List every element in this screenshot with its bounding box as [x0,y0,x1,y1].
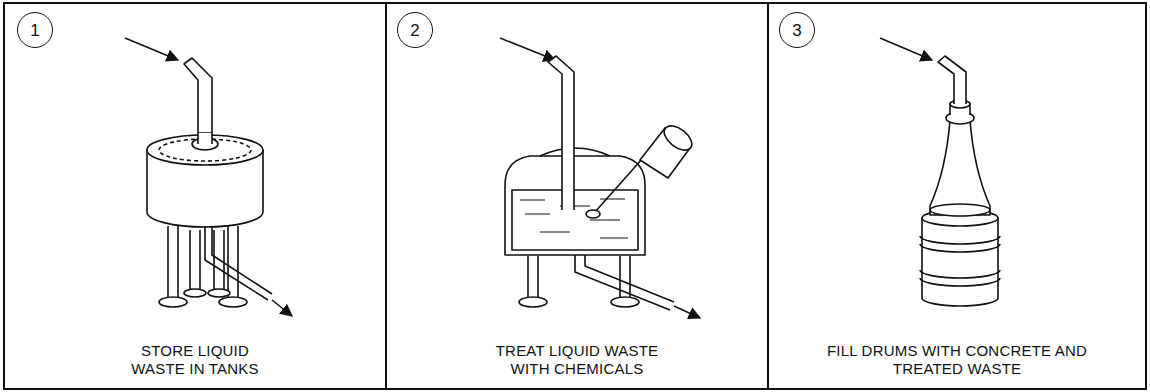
step-caption: STORE LIQUID WASTE IN TANKS [115,342,275,378]
drum-filler [920,56,1000,306]
callout-number: 1 [30,22,39,39]
callout-number: 2 [410,22,419,39]
flow-arrow [674,306,700,318]
step-caption: FILL DRUMS WITH CONCRETE AND TREATED WAS… [822,342,1092,378]
step-caption: TREAT LIQUID WASTE WITH CHEMICALS [477,342,677,378]
flow-arrow [500,38,555,60]
step-number: 3 [779,12,815,48]
callout-number: 3 [792,22,801,39]
storage-tank [147,58,272,307]
treatment-tank [505,56,696,310]
flow-arrow [272,300,292,316]
step-number: 2 [397,12,433,48]
step-panel: STORE LIQUID WASTE IN TANKS 1 [3,2,387,390]
step-number: 1 [17,12,53,48]
flow-arrow [125,38,178,60]
step-panel: TREAT LIQUID WASTE WITH CHEMICALS 2 [385,2,769,390]
step-panel: FILL DRUMS WITH CONCRETE AND TREATED WAS… [767,2,1147,390]
flow-arrow [880,38,932,60]
